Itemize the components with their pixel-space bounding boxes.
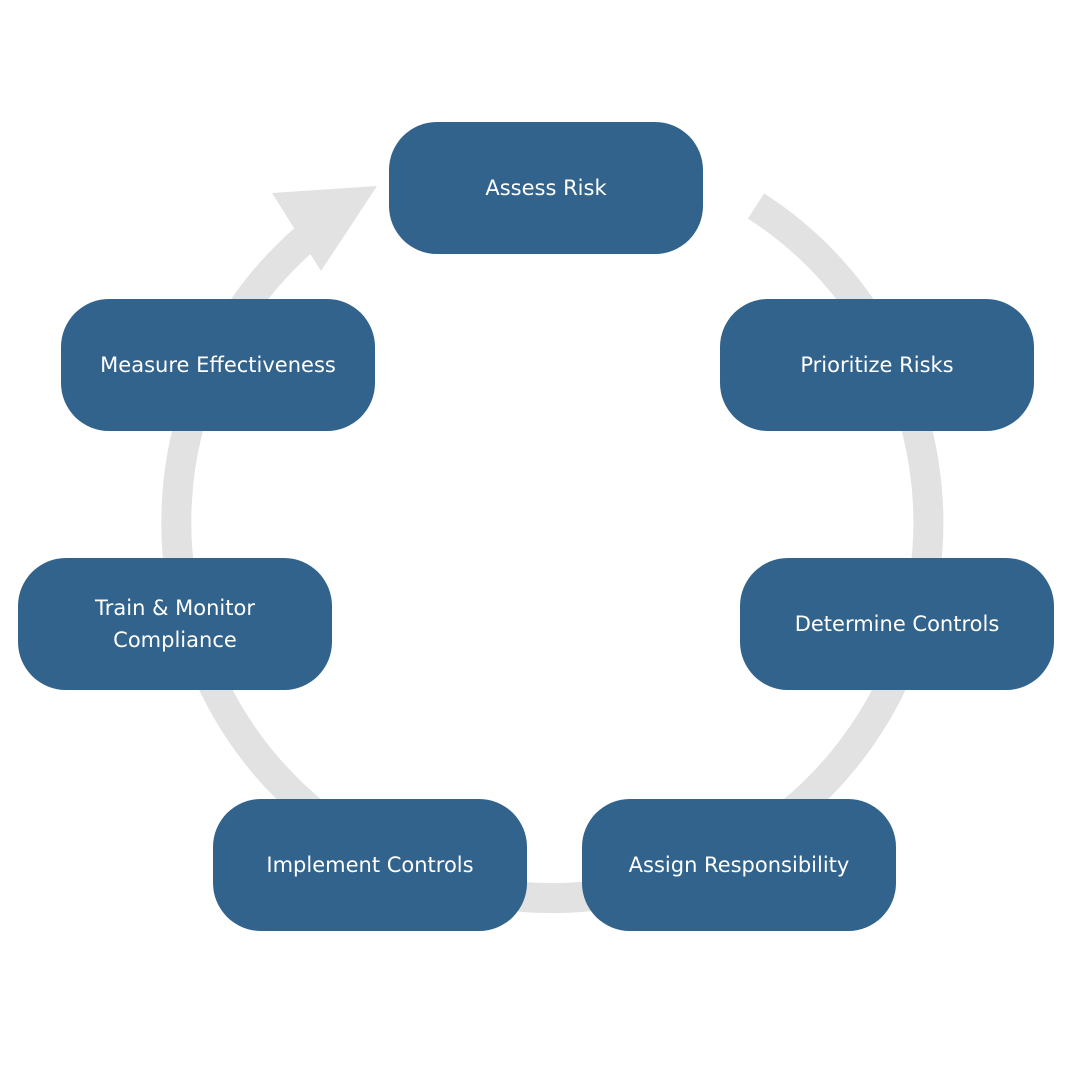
step-label: Train & Monitor Compliance: [95, 596, 255, 652]
cycle-arrowhead: [272, 186, 377, 271]
step-label: Prioritize Risks: [800, 353, 954, 377]
step-assign-responsibility: Assign Responsibility: [582, 799, 896, 931]
step-label: Assess Risk: [485, 176, 607, 200]
step-label: Assign Responsibility: [628, 853, 850, 877]
cycle-arc: [161, 193, 944, 914]
step-measure-effectiveness: Measure Effectiveness: [61, 299, 375, 431]
step-label: Implement Controls: [266, 853, 474, 877]
step-determine-controls: Determine Controls: [740, 558, 1054, 690]
step-assess-risk: Assess Risk: [389, 122, 703, 254]
step-label: Measure Effectiveness: [100, 353, 336, 377]
step-implement-controls: Implement Controls: [213, 799, 527, 931]
step-label: Determine Controls: [794, 612, 1000, 636]
step-train-monitor-compliance: Train & Monitor Compliance: [18, 558, 332, 690]
step-prioritize-risks: Prioritize Risks: [720, 299, 1034, 431]
